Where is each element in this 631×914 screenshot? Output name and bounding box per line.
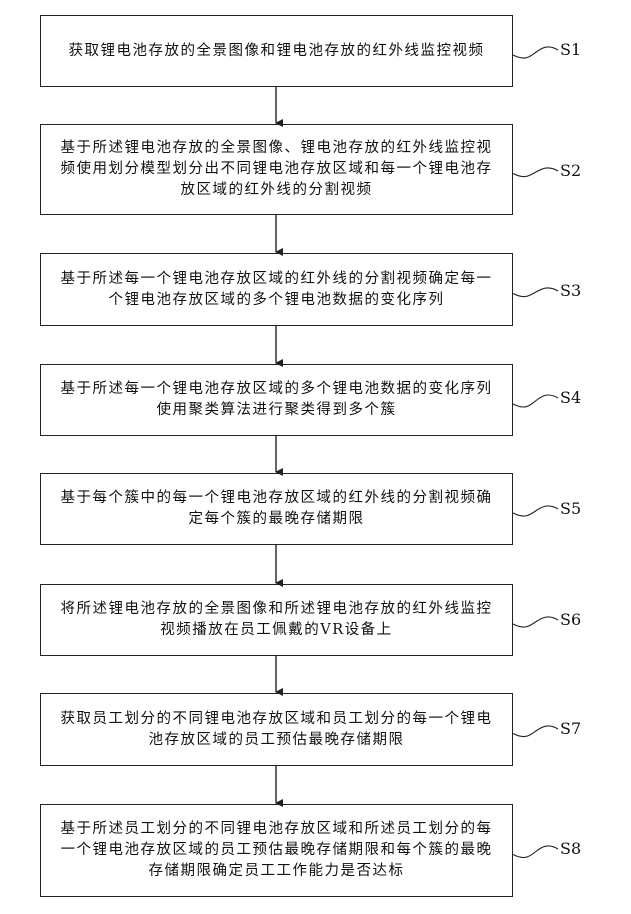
step-box-s4: 基于所述每一个锂电池存放区域的多个锂电池数据的变化序列使用聚类算法进行聚类得到多… bbox=[40, 364, 513, 436]
step-text-s3: 基于所述每一个锂电池存放区域的红外线的分割视频确定每一个锂电池存放区域的多个锂电… bbox=[55, 269, 498, 311]
step-box-s2: 基于所述锂电池存放的全景图像、锂电池存放的红外线监控视频使用划分模型划分出不同锂… bbox=[40, 124, 513, 215]
step-text-s4: 基于所述每一个锂电池存放区域的多个锂电池数据的变化序列使用聚类算法进行聚类得到多… bbox=[55, 379, 498, 421]
step-box-s1: 获取锂电池存放的全景图像和锂电池存放的红外线监控视频 bbox=[40, 15, 513, 87]
step-label-s1: S1 bbox=[560, 41, 581, 59]
step-label-s6: S6 bbox=[560, 611, 581, 629]
label-leader-line bbox=[513, 617, 558, 627]
step-text-s5: 基于每个簇中的每一个锂电池存放区域的红外线的分割视频确定每个簇的最晚存储期限 bbox=[55, 488, 498, 530]
step-text-s1: 获取锂电池存放的全景图像和锂电池存放的红外线监控视频 bbox=[69, 41, 485, 62]
label-leader-line bbox=[513, 506, 558, 516]
step-label-s3: S3 bbox=[560, 282, 581, 300]
step-label-s8: S8 bbox=[560, 840, 581, 858]
step-label-s5: S5 bbox=[560, 500, 581, 518]
label-leader-line bbox=[513, 395, 558, 407]
step-text-s8: 基于所述员工划分的不同锂电池存放区域和所述员工划分的每一个锂电池存放区域的员工预… bbox=[55, 819, 498, 882]
step-box-s8: 基于所述员工划分的不同锂电池存放区域和所述员工划分的每一个锂电池存放区域的员工预… bbox=[40, 804, 513, 897]
label-leader-line bbox=[513, 846, 558, 858]
step-text-s2: 基于所述锂电池存放的全景图像、锂电池存放的红外线监控视频使用划分模型划分出不同锂… bbox=[55, 138, 498, 201]
step-label-s2: S2 bbox=[560, 162, 581, 180]
label-leader-line bbox=[513, 726, 558, 737]
label-leader-line bbox=[513, 47, 558, 58]
step-box-s3: 基于所述每一个锂电池存放区域的红外线的分割视频确定每一个锂电池存放区域的多个锂电… bbox=[40, 253, 513, 326]
label-leader-line bbox=[513, 288, 558, 297]
step-box-s5: 基于每个簇中的每一个锂电池存放区域的红外线的分割视频确定每个簇的最晚存储期限 bbox=[40, 473, 513, 545]
label-leader-lines bbox=[513, 47, 558, 858]
step-label-s4: S4 bbox=[560, 389, 581, 407]
label-leader-line bbox=[513, 168, 558, 177]
step-label-s7: S7 bbox=[560, 720, 581, 738]
step-text-s6: 将所述锂电池存放的全景图像和所述锂电池存放的红外线监控视频播放在员工佩戴的VR设… bbox=[55, 599, 498, 641]
step-text-s7: 获取员工划分的不同锂电池存放区域和员工划分的每一个锂电池存放区域的员工预估最晚存… bbox=[55, 709, 498, 751]
step-box-s7: 获取员工划分的不同锂电池存放区域和员工划分的每一个锂电池存放区域的员工预估最晚存… bbox=[40, 693, 513, 766]
step-box-s6: 将所述锂电池存放的全景图像和所述锂电池存放的红外线监控视频播放在员工佩戴的VR设… bbox=[40, 584, 513, 656]
